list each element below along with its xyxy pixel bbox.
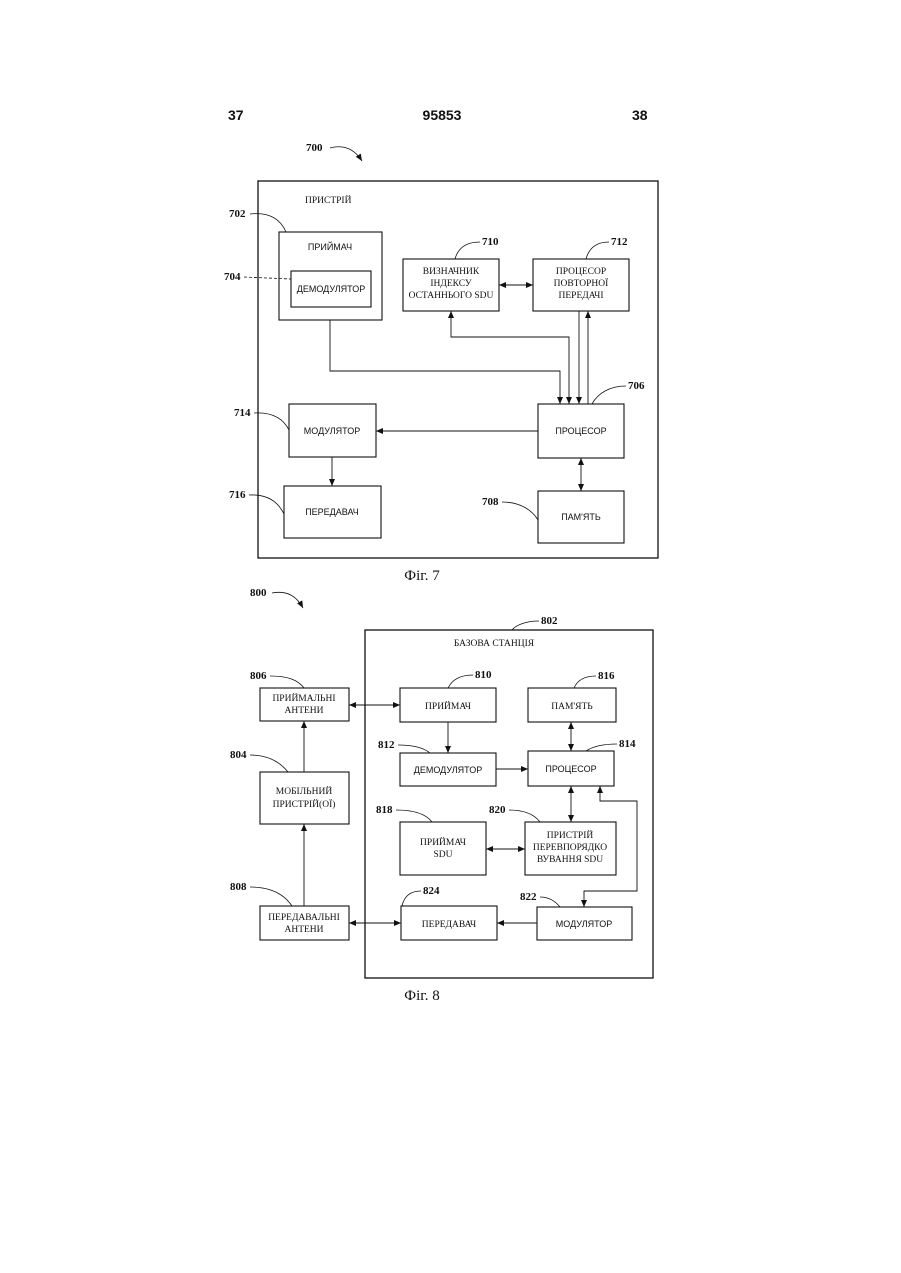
sdu-reordering-line-1: ПРИСТРІЙ — [547, 829, 594, 841]
sdu-receiver-line-1: ПРИЙМАЧ — [420, 836, 466, 848]
figure-7-caption: Фіг. 7 — [404, 568, 440, 584]
base-station-label: БАЗОВА СТАНЦІЯ — [454, 639, 535, 649]
ref-814-leader — [586, 744, 617, 751]
processor-label: ПРОЦЕСОР — [555, 426, 606, 436]
sdu-reordering-line-2: ПЕРЕВПОРЯДКО — [533, 843, 607, 853]
ref-800: 800 — [250, 587, 267, 599]
device-label: ПРИСТРІЙ — [305, 194, 352, 206]
ref-824-leader — [402, 891, 421, 906]
ref-700: 700 — [306, 142, 323, 154]
bs-processor-label: ПРОЦЕСОР — [545, 764, 596, 774]
last-sdu-index-determiner-line-1: ВИЗНАЧНИК — [423, 267, 480, 277]
ref-710-leader — [455, 242, 480, 259]
figure-7: 700 ПРИСТРІЙ 702 ПРИЙМАЧ 704 ДЕМОДУЛЯТОР… — [224, 142, 658, 584]
ref-714-leader — [254, 413, 289, 430]
figure-8: 800 802 БАЗОВА СТАНЦІЯ 806 ПРИЙМАЛЬНІ АН… — [230, 587, 653, 1004]
document-number: 95853 — [423, 107, 462, 123]
right-page-number: 38 — [632, 107, 648, 123]
ref-810-leader — [448, 675, 473, 688]
ref-804: 804 — [230, 749, 247, 761]
ref-712-leader — [586, 242, 609, 259]
last-sdu-index-determiner-line-3: ОСТАННЬОГО SDU — [409, 291, 494, 301]
transmitter-label: ПЕРЕДАВАЧ — [305, 507, 359, 517]
receive-antennas-line-1: ПРИЙМАЛЬНІ — [272, 692, 335, 704]
ref-806-leader — [270, 676, 304, 688]
ref-706-leader — [592, 386, 626, 404]
ref-702-leader — [250, 214, 286, 232]
ref-822: 822 — [520, 891, 537, 903]
ref-712: 712 — [611, 236, 628, 248]
ref-812: 812 — [378, 739, 395, 751]
ref-708-leader — [502, 502, 538, 520]
ref-800-pointer — [272, 592, 303, 608]
retransmission-processor-line-2: ПОВТОРНОЇ — [554, 277, 609, 289]
ref-816: 816 — [598, 670, 615, 682]
ref-802-leader — [512, 621, 539, 630]
ref-706: 706 — [628, 380, 645, 392]
modulator-label: МОДУЛЯТОР — [304, 426, 360, 436]
ref-804-leader — [250, 755, 288, 772]
ref-708: 708 — [482, 496, 499, 508]
ref-702: 702 — [229, 208, 246, 220]
ref-808: 808 — [230, 881, 247, 893]
ref-816-leader — [574, 676, 596, 688]
figure-8-caption: Фіг. 8 — [404, 988, 439, 1004]
ref-810: 810 — [475, 669, 492, 681]
transmit-antennas-line-2: АНТЕНИ — [284, 925, 323, 935]
ref-818: 818 — [376, 804, 393, 816]
receive-antennas-line-2: АНТЕНИ — [284, 706, 323, 716]
bs-modulator-label: МОДУЛЯТОР — [556, 919, 612, 929]
last-sdu-index-determiner-line-2: ІНДЕКСУ — [430, 279, 472, 289]
ref-700-pointer — [330, 147, 362, 161]
receiver-label: ПРИЙМАЧ — [308, 241, 352, 252]
ref-824: 824 — [423, 885, 440, 897]
ref-822-leader — [540, 897, 560, 907]
retransmission-processor-line-1: ПРОЦЕСОР — [556, 267, 606, 277]
mobile-devices-box — [260, 772, 349, 824]
receive-antennas-box — [260, 688, 349, 721]
ref-814: 814 — [619, 738, 636, 750]
arrow-determiner-processor — [451, 311, 569, 404]
ref-704: 704 — [224, 271, 241, 283]
device-outer-box — [258, 181, 658, 558]
mobile-devices-line-1: МОБІЛЬНИЙ — [276, 785, 333, 797]
memory-label: ПАМ'ЯТЬ — [561, 512, 601, 522]
ref-704-leader — [244, 277, 291, 279]
transmit-antennas-line-1: ПЕРЕДАВАЛЬНІ — [268, 913, 340, 923]
ref-716: 716 — [229, 489, 246, 501]
arrow-receiver-processor — [330, 320, 560, 404]
bs-transmitter-label: ПЕРЕДАВАЧ — [422, 920, 476, 930]
ref-716-leader — [249, 495, 284, 514]
mobile-devices-line-2: ПРИСТРІЙ(ОЇ) — [273, 798, 336, 810]
ref-820: 820 — [489, 804, 506, 816]
ref-806: 806 — [250, 670, 267, 682]
ref-808-leader — [250, 887, 292, 906]
ref-820-leader — [509, 810, 540, 822]
ref-802: 802 — [541, 615, 558, 627]
sdu-reordering-line-3: ВУВАННЯ SDU — [537, 855, 603, 865]
bs-demodulator-label: ДЕМОДУЛЯТОР — [414, 765, 483, 775]
bs-receiver-label: ПРИЙМАЧ — [425, 700, 471, 712]
ref-710: 710 — [482, 236, 499, 248]
ref-818-leader — [396, 810, 432, 822]
ref-812-leader — [398, 745, 430, 753]
bs-memory-label: ПАМ'ЯТЬ — [551, 702, 593, 712]
ref-714: 714 — [234, 407, 251, 419]
left-page-number: 37 — [228, 107, 244, 123]
demodulator-label: ДЕМОДУЛЯТОР — [297, 284, 366, 294]
sdu-receiver-box — [400, 822, 486, 875]
sdu-receiver-line-2: SDU — [433, 850, 452, 860]
retransmission-processor-line-3: ПЕРЕДАЧІ — [559, 291, 604, 301]
